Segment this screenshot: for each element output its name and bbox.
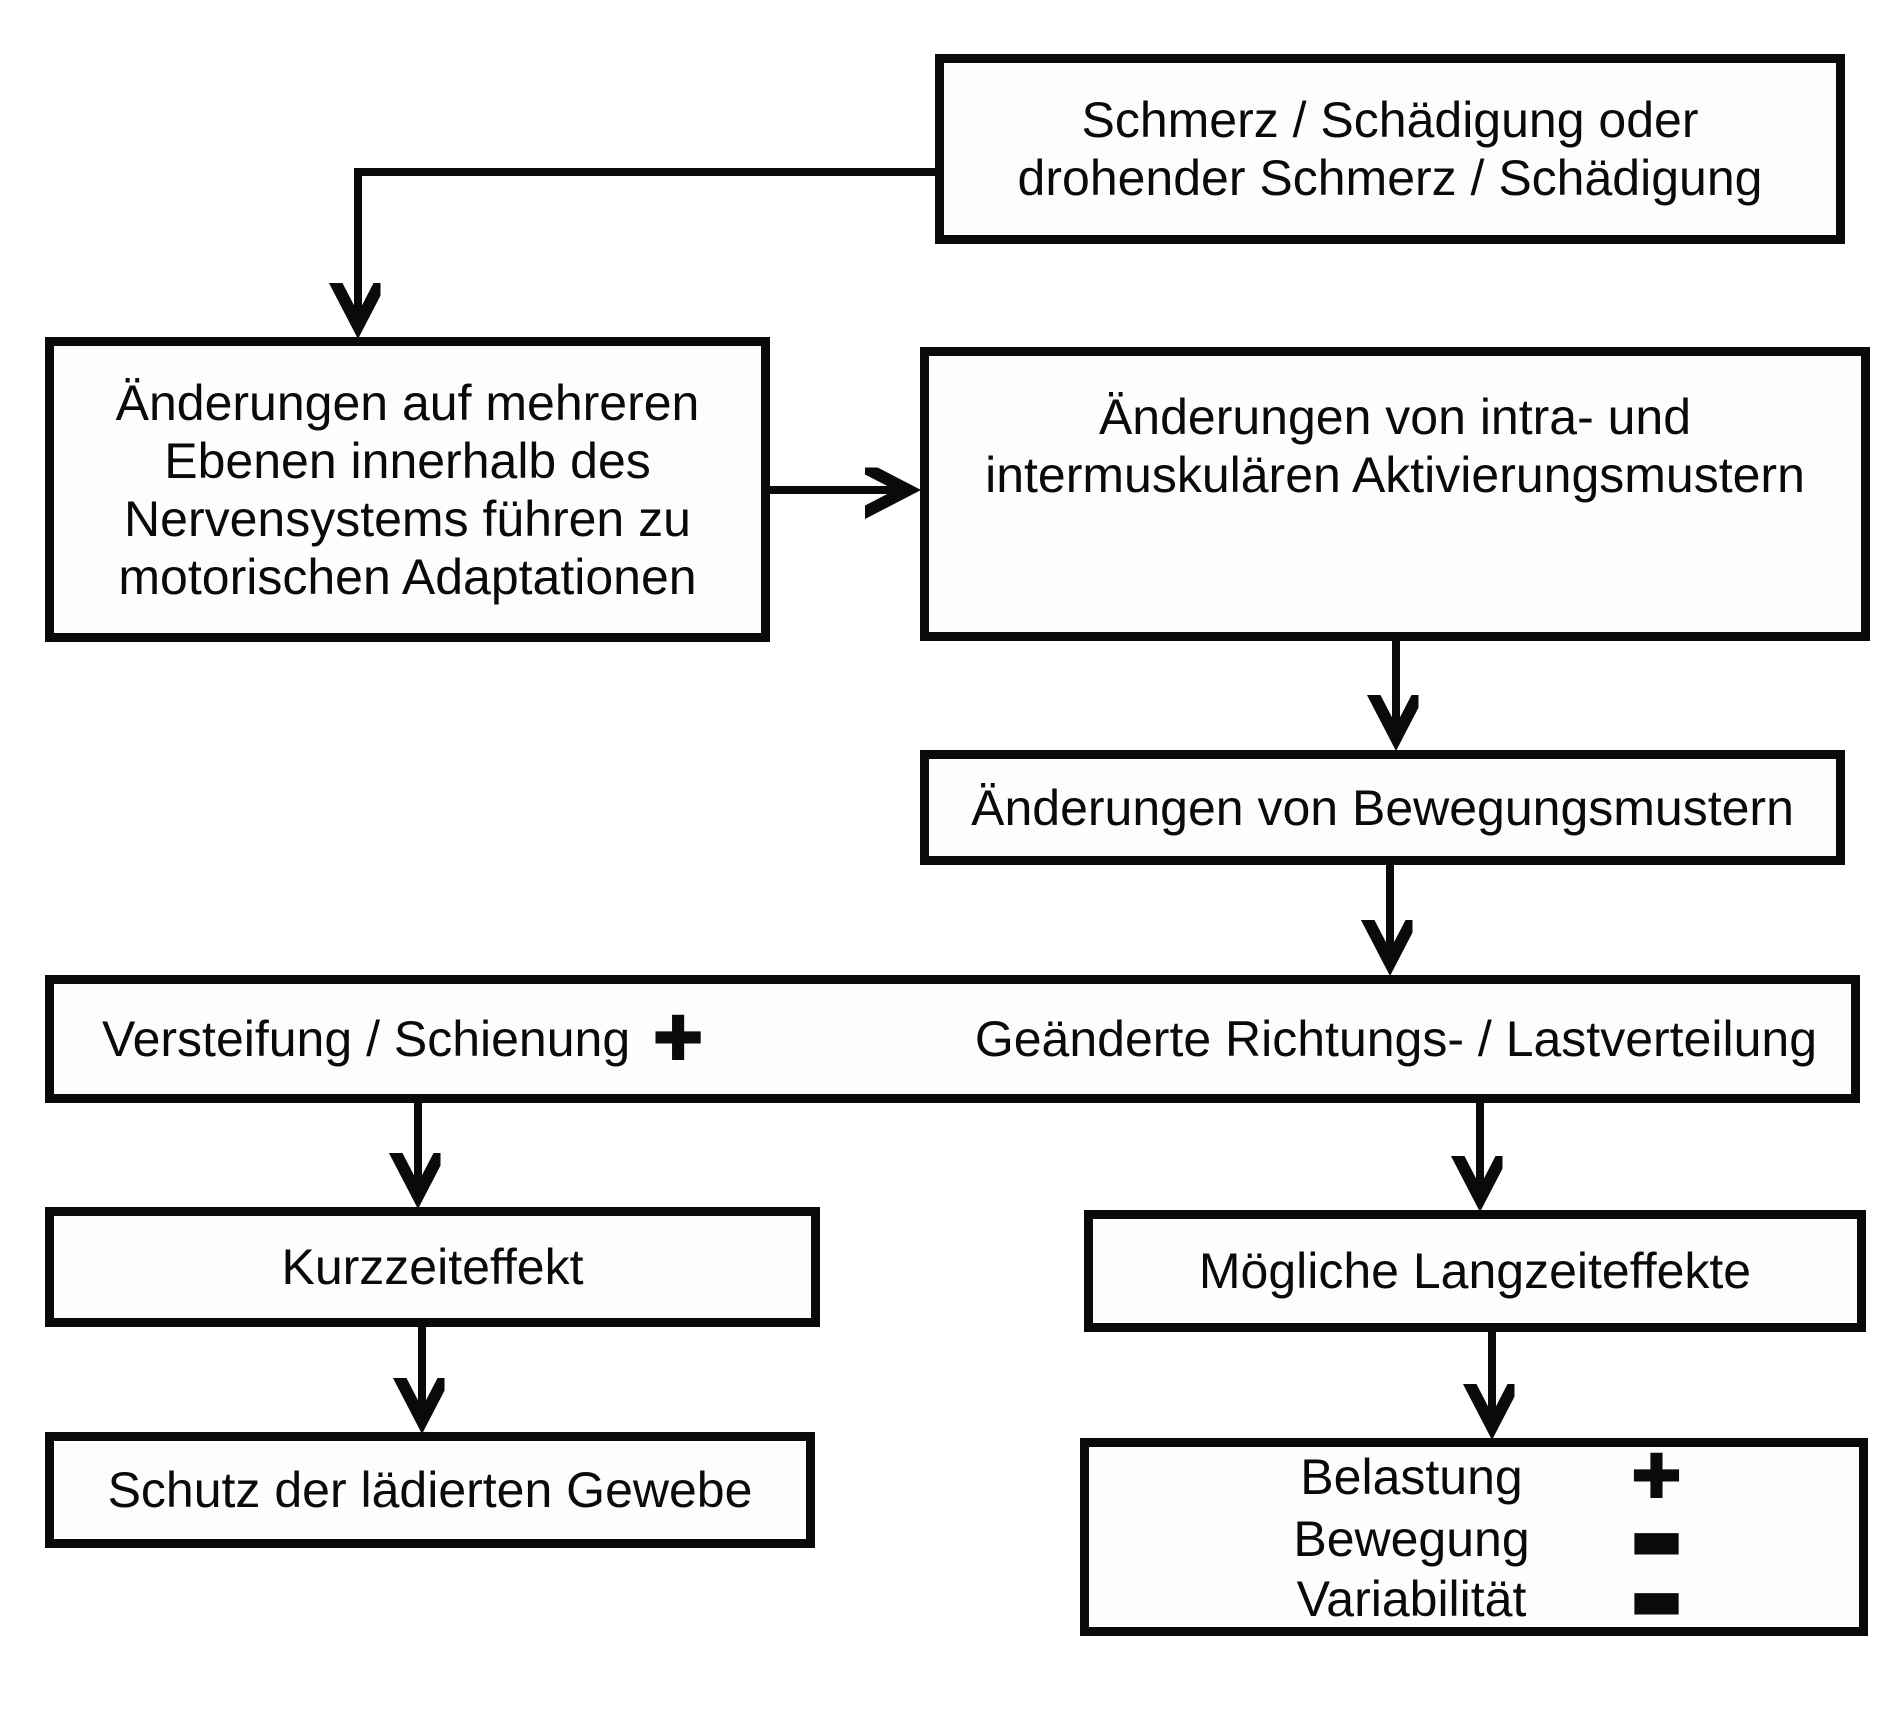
outcome-row-variabilitaet: Variabilität ▬ (1089, 1570, 1859, 1628)
node-neural-changes-label: Änderungen auf mehreren Ebenen innerhalb… (115, 374, 700, 605)
node-pain-label: Schmerz / Schädigung oder drohender Schm… (1017, 92, 1763, 206)
stiffening-group: Versteifung / Schienung ✚ (102, 1008, 704, 1070)
node-load-redistribution-label: Geänderte Richtungs- / Lastverteilung (974, 1011, 1817, 1067)
node-short-term-effect: Kurzzeiteffekt (45, 1207, 820, 1327)
node-outcomes: Belastung ✚ Bewegung ▬ Variabilität ▬ (1080, 1438, 1868, 1636)
outcome-label-belastung: Belastung (1300, 1449, 1523, 1505)
minus-icon: ▬ (1629, 1565, 1684, 1633)
node-tissue-protection: Schutz der lädierten Gewebe (45, 1432, 815, 1548)
outcome-row-belastung: Belastung ✚ (1089, 1446, 1859, 1508)
node-long-term-effects: Mögliche Langzeiteffekte (1084, 1210, 1866, 1332)
node-pain: Schmerz / Schädigung oder drohender Schm… (935, 54, 1845, 244)
node-long-term-effects-label: Mögliche Langzeiteffekte (1198, 1243, 1752, 1299)
outcome-label-bewegung: Bewegung (1293, 1511, 1530, 1567)
plus-icon: ✚ (1630, 1440, 1683, 1513)
node-tissue-protection-label: Schutz der lädierten Gewebe (107, 1462, 753, 1518)
node-activation-changes-label: Änderungen von intra- und intermuskuläre… (985, 389, 1805, 503)
plus-icon: ✚ (652, 1002, 705, 1075)
node-activation-changes: Änderungen von intra- und intermuskuläre… (920, 347, 1870, 641)
node-movement-changes-label: Änderungen von Bewegungsmustern (971, 779, 1794, 836)
node-movement-changes: Änderungen von Bewegungsmustern (920, 750, 1845, 865)
arrow-pain-to-neural-changes (358, 168, 935, 326)
node-short-term-effect-label: Kurzzeiteffekt (281, 1239, 584, 1295)
node-neural-changes: Änderungen auf mehreren Ebenen innerhalb… (45, 337, 770, 642)
node-stiffening-label: Versteifung / Schienung (102, 1011, 631, 1067)
outcome-label-variabilitaet: Variabilität (1296, 1571, 1527, 1627)
outcome-row-bewegung: Bewegung ▬ (1089, 1510, 1859, 1568)
node-stiffening-load-redistribution: Versteifung / Schienung ✚ Geänderte Rich… (45, 975, 1860, 1103)
minus-icon: ▬ (1629, 1505, 1684, 1573)
